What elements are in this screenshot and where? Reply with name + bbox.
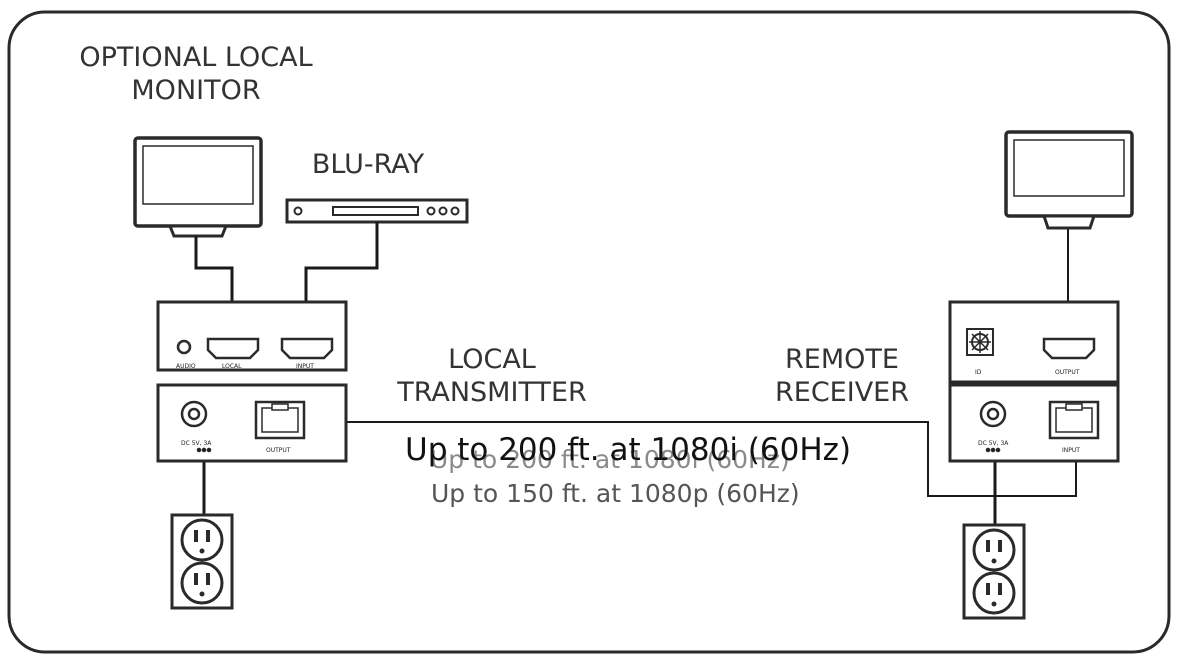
tx-output-label: OUTPUT [266,447,291,454]
tx-local-label: LOCAL [222,363,242,370]
rx-power-outlet-icon [962,523,1026,620]
transmitter-label: LOCAL TRANSMITTER [382,343,602,409]
local-monitor-icon [133,136,263,238]
rx-input-label: INPUT [1062,447,1080,454]
tx-power-outlet-icon [170,513,234,610]
receiver-label-line2: RECEIVER [775,377,909,408]
bluray-label: BLU-RAY [311,149,425,180]
local-monitor-label-line1: OPTIONAL LOCAL [79,42,313,73]
bluray-player-icon [285,198,469,224]
local-monitor-label: OPTIONAL LOCAL MONITOR [58,41,334,107]
rx-dc-label: DC 5V, 3A [978,440,1009,447]
rx-output-label: OUTPUT [1055,369,1080,376]
receiver-label-line1: REMOTE [785,344,899,375]
receiver-label: REMOTE RECEIVER [752,343,932,409]
tx-audio-label: AUDIO [176,363,196,370]
tx-input-label: INPUT [296,363,314,370]
distance-1080p-label: Up to 150 ft. at 1080p (60Hz) [431,479,800,508]
remote-receiver-device [948,300,1120,463]
local-transmitter-device [156,300,348,463]
remote-monitor-icon [1004,130,1134,230]
tx-dc-label: DC 5V, 3A [181,440,212,447]
transmitter-label-line2: TRANSMITTER [397,377,587,408]
rx-id-label: ID [975,369,982,376]
diagram-frame [7,10,1171,654]
local-monitor-label-line2: MONITOR [131,75,261,106]
catx-cable [280,421,1077,497]
distance-1080i-label: Up to 200 ft. at 1080i (60Hz) [405,432,852,468]
distance-1080i-ghost: Up to 200 ft. at 1080i (60Hz) [430,445,790,474]
transmitter-label-line1: LOCAL [448,344,536,375]
